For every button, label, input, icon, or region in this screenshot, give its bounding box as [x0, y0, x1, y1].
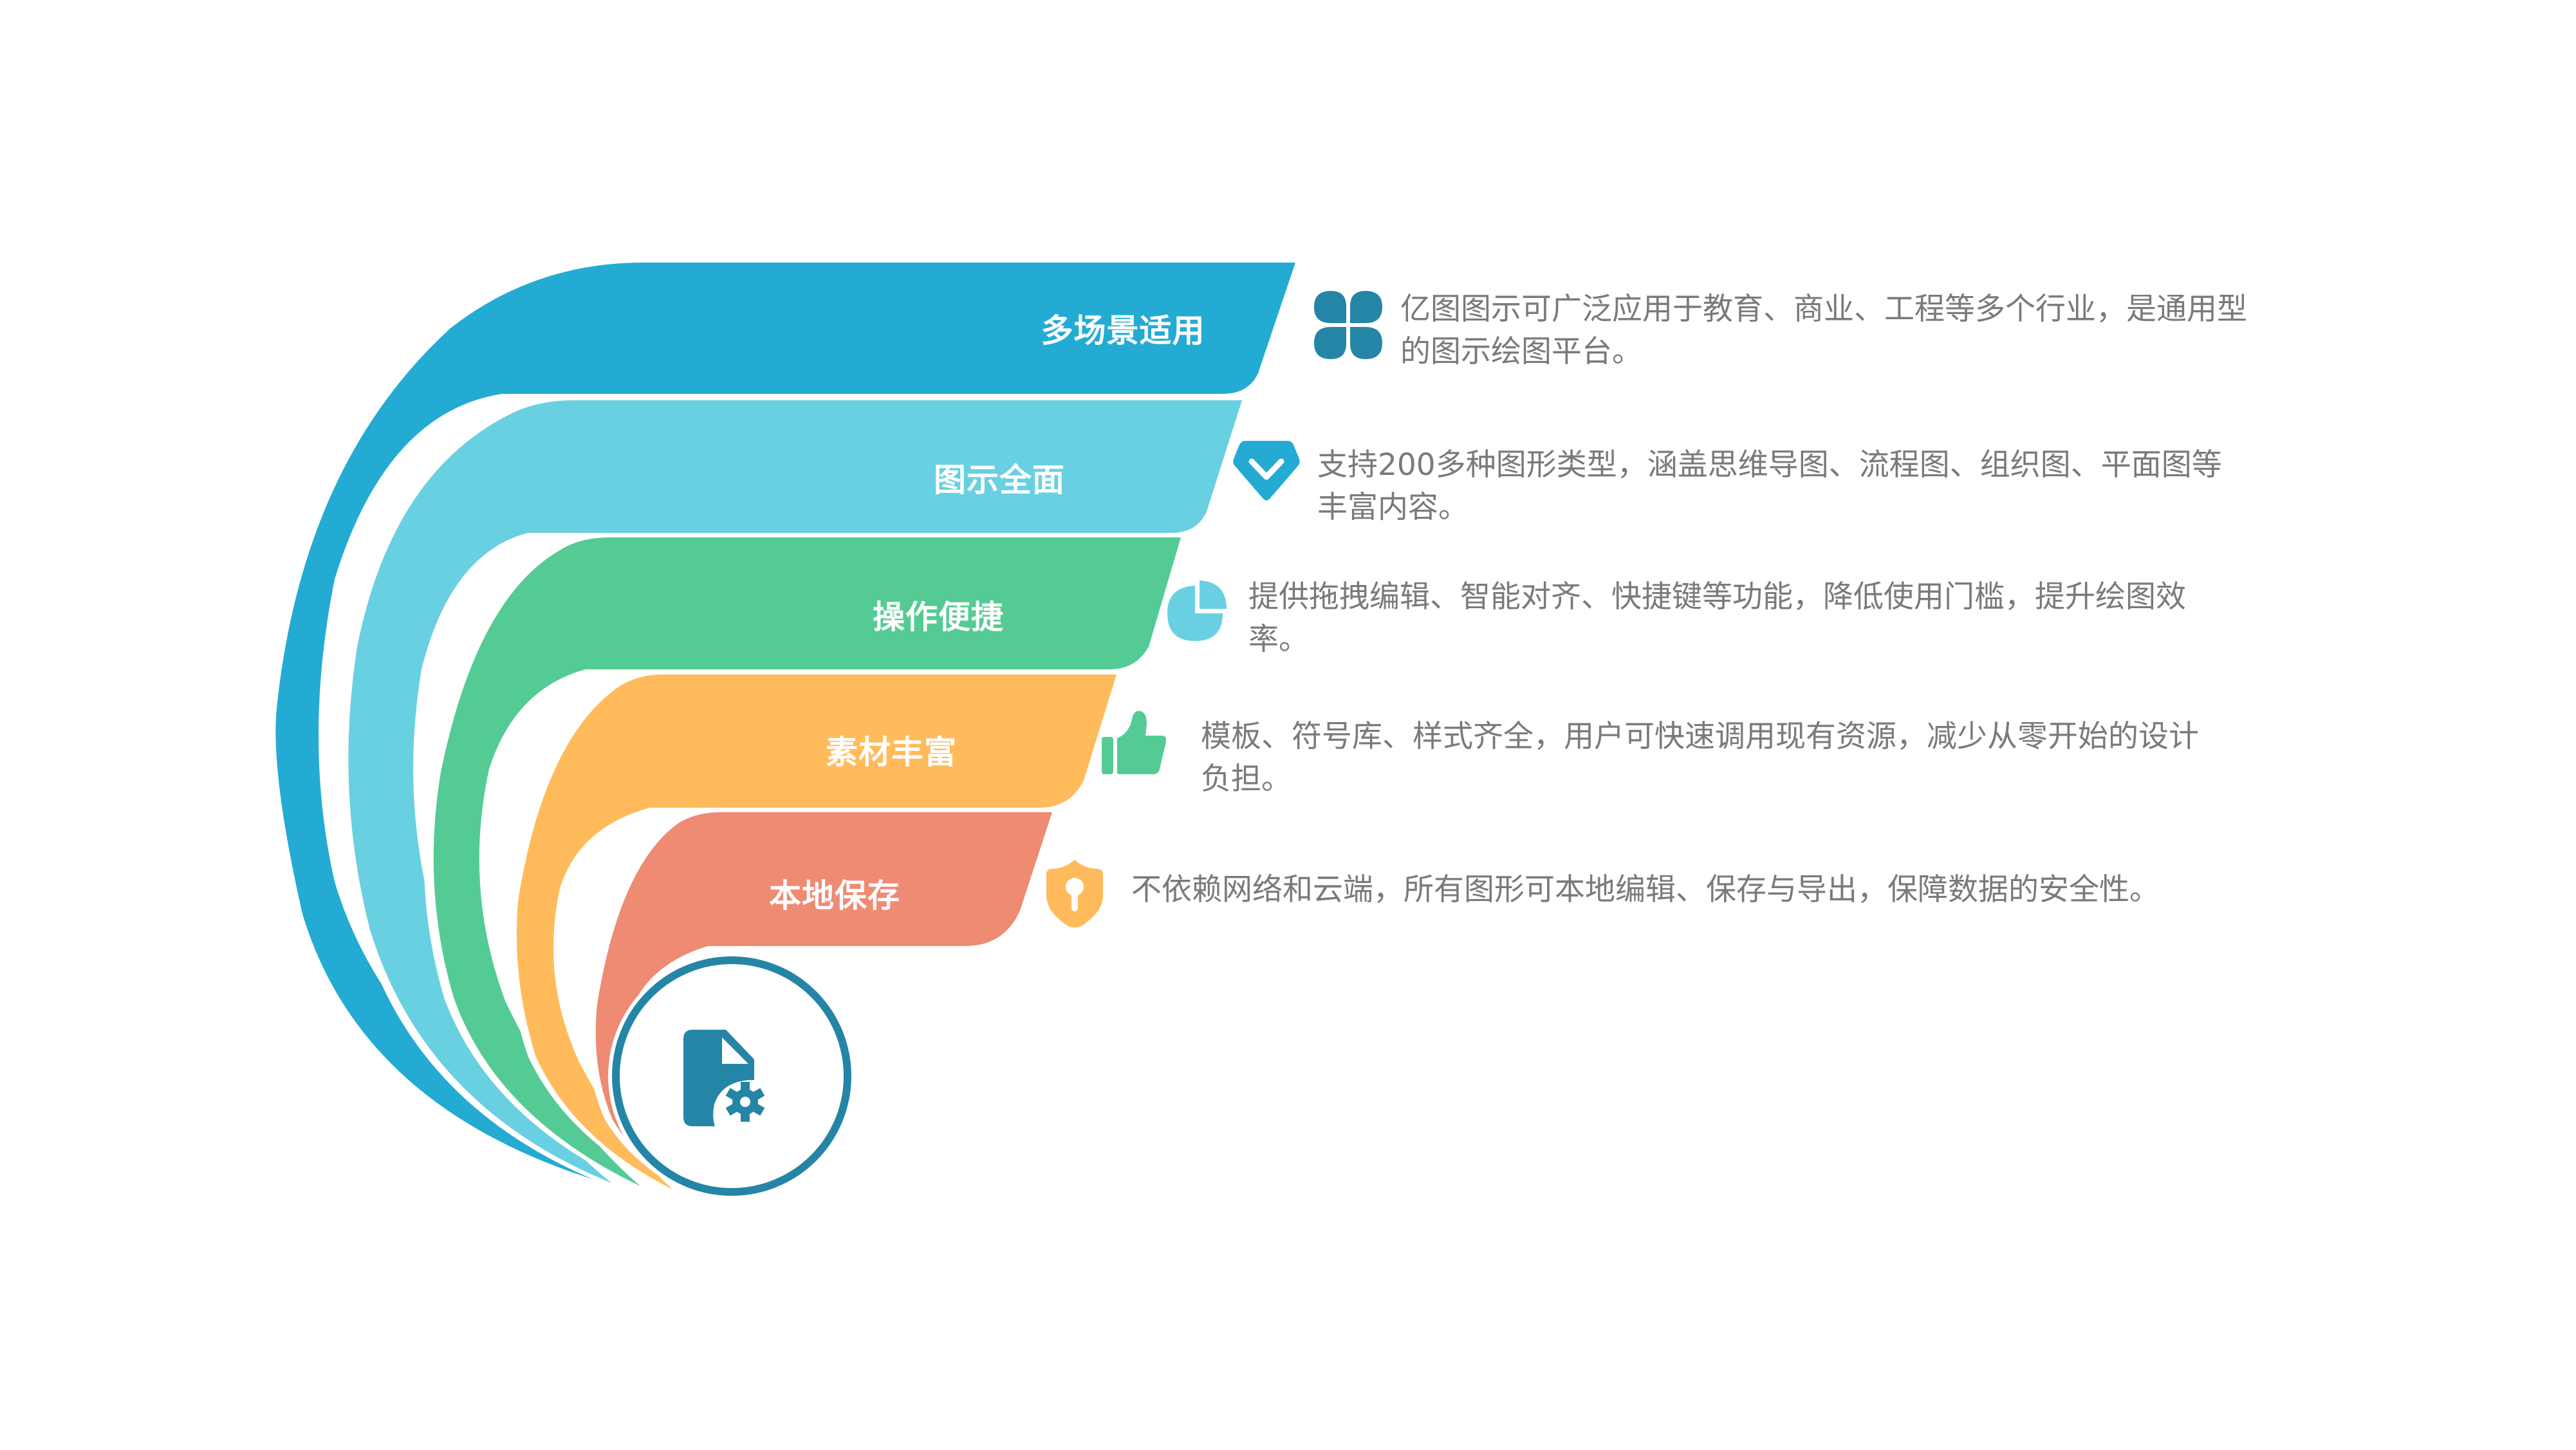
description-multi-scenario: 亿图图示可广泛应用于教育、商业、工程等多个行业，是通用型 的图示绘图平台。 [1400, 288, 2404, 373]
band-title-local-save: 本地保存 [769, 877, 900, 915]
band-local-save [595, 812, 1052, 1196]
band-title-rich-materials: 素材丰富 [826, 734, 957, 771]
description-rich-materials: 模板、符号库、样式齐全，用户可快速调用现有资源，减少从零开始的设计 负担。 [1201, 716, 2205, 801]
diamond-check-icon [1233, 441, 1300, 501]
file-gear-icon [683, 1030, 765, 1126]
band-multi-scenario [275, 263, 1295, 1181]
description-line: 率。 [1248, 622, 1309, 657]
pie-chart-icon [1167, 581, 1227, 641]
description-line: 丰富内容。 [1317, 490, 1469, 525]
description-easy-operation: 提供拖拽编辑、智能对齐、快捷键等功能，降低使用门槛，提升绘图效 率。 [1248, 576, 2252, 661]
band-comprehensive-diagrams [348, 400, 1242, 1183]
description-line: 支持200多种图形类型，涵盖思维导图、流程图、组织图、平面图等 [1317, 447, 2222, 483]
band-title-easy-operation: 操作便捷 [873, 599, 1004, 636]
description-line: 不依赖网络和云端，所有图形可本地编辑、保存与导出，保障数据的安全性。 [1131, 872, 2160, 907]
description-line: 负担。 [1201, 761, 1292, 797]
description-line: 亿图图示可广泛应用于教育、商业、工程等多个行业，是通用型 [1400, 292, 2247, 327]
band-easy-operation [433, 537, 1181, 1186]
band-title-multi-scenario: 多场景适用 [1041, 312, 1205, 349]
band-rich-materials [516, 674, 1117, 1189]
description-line: 模板、符号库、样式齐全，用户可快速调用现有资源，减少从零开始的设计 [1201, 719, 2199, 754]
description-local-save: 不依赖网络和云端，所有图形可本地编辑、保存与导出，保障数据的安全性。 [1131, 869, 2354, 911]
description-line: 的图示绘图平台。 [1400, 334, 1642, 369]
thumbs-up-icon [1102, 711, 1166, 774]
four-petal-icon [1314, 291, 1382, 359]
description-line: 提供拖拽编辑、智能对齐、快捷键等功能，降低使用门槛，提升绘图效 [1248, 579, 2186, 615]
shield-keyhole-icon [1046, 860, 1103, 927]
description-comprehensive: 支持200多种图形类型，涵盖思维导图、流程图、组织图、平面图等 丰富内容。 [1317, 444, 2321, 529]
band-title-comprehensive: 图示全面 [934, 461, 1065, 499]
